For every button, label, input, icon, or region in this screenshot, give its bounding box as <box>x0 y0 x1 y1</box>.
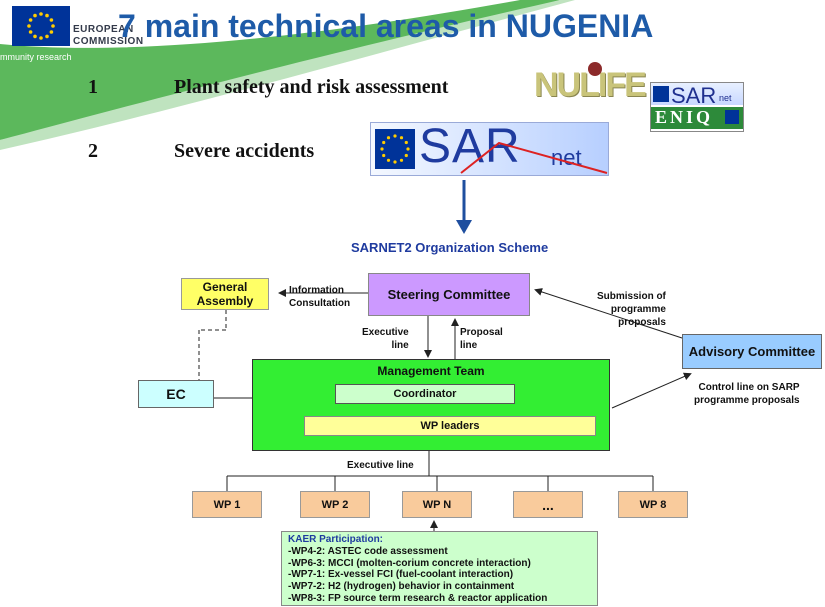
proposal-line-label: Proposal line <box>460 327 503 351</box>
ec-logo-line1: EUROPEAN <box>73 24 134 35</box>
sarnet-eniq-logo: SAR net ENIQ <box>650 82 744 132</box>
submission-label: Submission of programme proposals <box>597 291 666 328</box>
coordinator-box: Coordinator <box>335 384 515 404</box>
management-team-label: Management Team <box>377 364 485 378</box>
row-text-1: Plant safety and risk assessment <box>174 76 449 98</box>
ec-box: EC <box>138 380 214 408</box>
advisory-committee-box: Advisory Committee <box>682 334 822 369</box>
kaer-item: -WP7-1: Ex-vessel FCI (fuel-coolant inte… <box>288 569 514 581</box>
row-text-2: Severe accidents <box>174 140 315 162</box>
information-consultation-label: Information Consultation <box>289 285 351 309</box>
kaer-item: -WP4-2: ASTEC code assessment <box>288 545 448 557</box>
eu-flag-icon <box>653 86 669 102</box>
european-commission-logo: EUROPEAN COMMISSION <box>12 6 143 50</box>
wp-box-8: WP 8 <box>618 491 688 518</box>
wp-box-ellipsis: ... <box>513 491 583 518</box>
nulife-logo: NULIFE <box>534 62 647 108</box>
eu-flag-icon <box>12 6 70 46</box>
kaer-item: -WP8-3: FP source term research & reacto… <box>288 592 548 604</box>
kaer-item: -WP7-2: H2 (hydrogen) behavior in contai… <box>288 581 515 593</box>
management-team-box: Management Team <box>252 359 610 451</box>
control-line-label: Control line on SARP programme proposals <box>694 382 800 406</box>
executive-line-label: Executive line <box>362 327 409 351</box>
wp-box-1: WP 1 <box>192 491 262 518</box>
down-arrow-icon <box>456 180 472 234</box>
kaer-title: KAER Participation: <box>288 534 384 545</box>
slide-title: 7 main technical areas in NUGENIA <box>118 8 654 44</box>
kaer-participation-box: KAER Participation: -WP4-2: ASTEC code a… <box>281 531 598 606</box>
eu-flag-icon <box>375 129 415 169</box>
ec-logo-subtitle: mmunity research <box>0 52 72 62</box>
eu-flag-icon <box>725 110 739 124</box>
sarnet-swoosh-icon <box>460 141 608 174</box>
diagram-title: SARNET2 Organization Scheme <box>351 240 549 255</box>
row-number-2: 2 <box>88 140 98 162</box>
row-number-1: 1 <box>88 76 98 98</box>
steering-committee-box: Steering Committee <box>368 273 530 316</box>
ec-logo-line2: COMMISSION <box>73 36 144 47</box>
sarnet-logo: SAR net <box>370 120 609 176</box>
wp-box-n: WP N <box>402 491 472 518</box>
kaer-item: -WP6-3: MCCI (molten-corium concrete int… <box>288 557 531 569</box>
wp-leaders-box: WP leaders <box>304 416 596 436</box>
executive-line-2-label: Executive line <box>347 460 414 471</box>
wp-box-2: WP 2 <box>300 491 370 518</box>
general-assembly-box: General Assembly <box>181 278 269 310</box>
nulife-dot-icon <box>588 62 602 76</box>
